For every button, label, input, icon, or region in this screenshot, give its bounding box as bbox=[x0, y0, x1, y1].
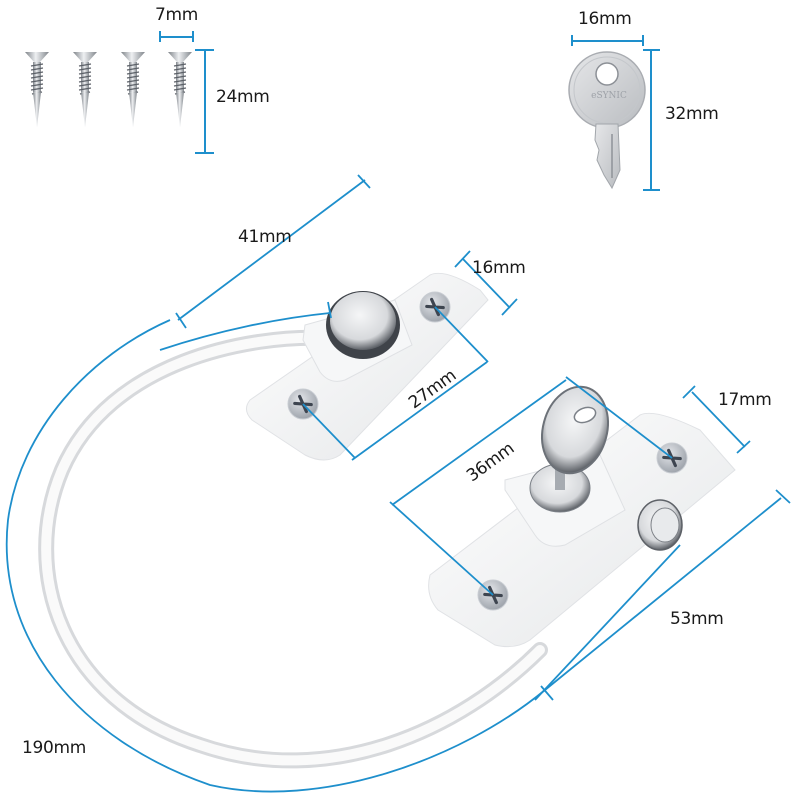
screw-length-label: 24mm bbox=[216, 87, 270, 107]
key-length-label: 32mm bbox=[665, 104, 719, 124]
key-dimension-lines bbox=[571, 35, 660, 191]
screw-icon bbox=[72, 51, 98, 128]
screw-icon bbox=[167, 51, 193, 128]
key-brand-mark: eSYNIC bbox=[591, 91, 627, 101]
key-icon: eSYNIC bbox=[568, 51, 646, 190]
lock-dimension-lines bbox=[5, 174, 791, 793]
lock-bracket bbox=[428, 385, 736, 648]
key-width-label: 16mm bbox=[578, 9, 632, 29]
top-bracket bbox=[246, 272, 489, 461]
cable-reach-label: 41mm bbox=[238, 227, 292, 247]
screw-width-label: 7mm bbox=[155, 5, 199, 25]
screws-group bbox=[24, 51, 193, 128]
lock-bracket-length-label: 53mm bbox=[670, 609, 724, 629]
screw-icon bbox=[120, 51, 146, 128]
lock-bracket-width-label: 17mm bbox=[718, 390, 772, 410]
top-bracket-width-label: 16mm bbox=[472, 258, 526, 278]
screw-dimension-lines bbox=[159, 31, 214, 154]
screw-icon bbox=[24, 51, 50, 128]
cable-length-label: 190mm bbox=[22, 738, 87, 758]
